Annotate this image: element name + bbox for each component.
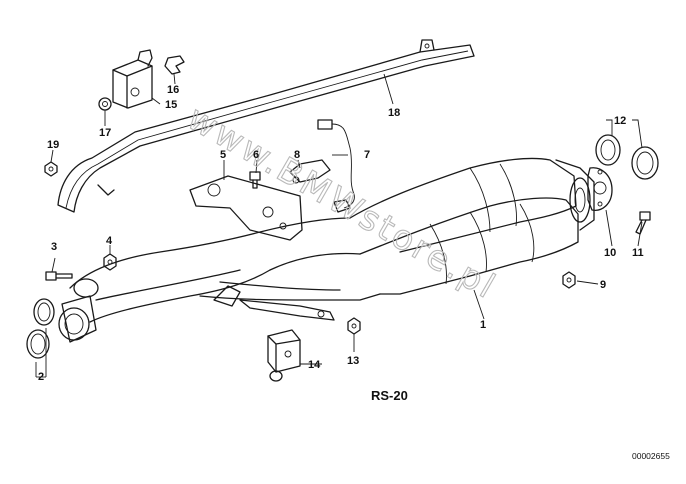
mounting-bracket	[112, 49, 153, 109]
callout-1: 1	[480, 319, 486, 331]
nut-part-13	[347, 317, 361, 335]
callout-18: 18	[388, 107, 400, 119]
callout-5: 5	[220, 149, 226, 161]
callout-8: 8	[294, 149, 300, 161]
gasket-pair-front	[26, 298, 55, 359]
heat-shield-strip	[57, 39, 475, 213]
callout-15: 15	[165, 99, 177, 111]
leader-lines	[35, 73, 643, 378]
gasket-pair-rear	[595, 134, 659, 180]
callout-17: 17	[99, 127, 111, 139]
callout-6: 6	[253, 149, 259, 161]
sheet-code: RS-20	[371, 388, 408, 403]
catalytic-converter-assembly	[58, 157, 595, 343]
callout-9: 9	[600, 279, 606, 291]
clamp-part-8	[289, 159, 331, 184]
callout-3: 3	[51, 241, 57, 253]
document-number: 00002655	[632, 451, 670, 461]
clip-part-16	[164, 55, 185, 75]
callout-7: 7	[364, 149, 370, 161]
support-bracket-plate	[189, 175, 303, 241]
nut-part-17	[98, 97, 112, 111]
callout-19: 19	[47, 139, 59, 151]
callout-16: 16	[167, 84, 179, 96]
callout-14: 14	[308, 359, 321, 371]
nut-part-9	[562, 271, 576, 289]
bolt-part-3	[45, 271, 73, 281]
bolt-part-11	[635, 211, 651, 235]
callout-labels: 1 2 3 4 5 6 7 8 9 10 11 12 13 14 15 16 1…	[38, 84, 644, 383]
bolt-part-6	[249, 171, 261, 189]
callout-11: 11	[632, 247, 644, 259]
callout-4: 4	[106, 235, 113, 247]
oxygen-sensor	[317, 119, 355, 213]
flange-part-10	[587, 167, 613, 211]
callout-2: 2	[38, 371, 44, 383]
callout-13: 13	[347, 355, 359, 367]
watermark-text: www.BMWstore.pl	[181, 98, 504, 308]
callout-12: 12	[614, 115, 626, 127]
rubber-mount	[267, 329, 301, 382]
nut-part-19	[44, 161, 58, 177]
callout-10: 10	[604, 247, 616, 259]
